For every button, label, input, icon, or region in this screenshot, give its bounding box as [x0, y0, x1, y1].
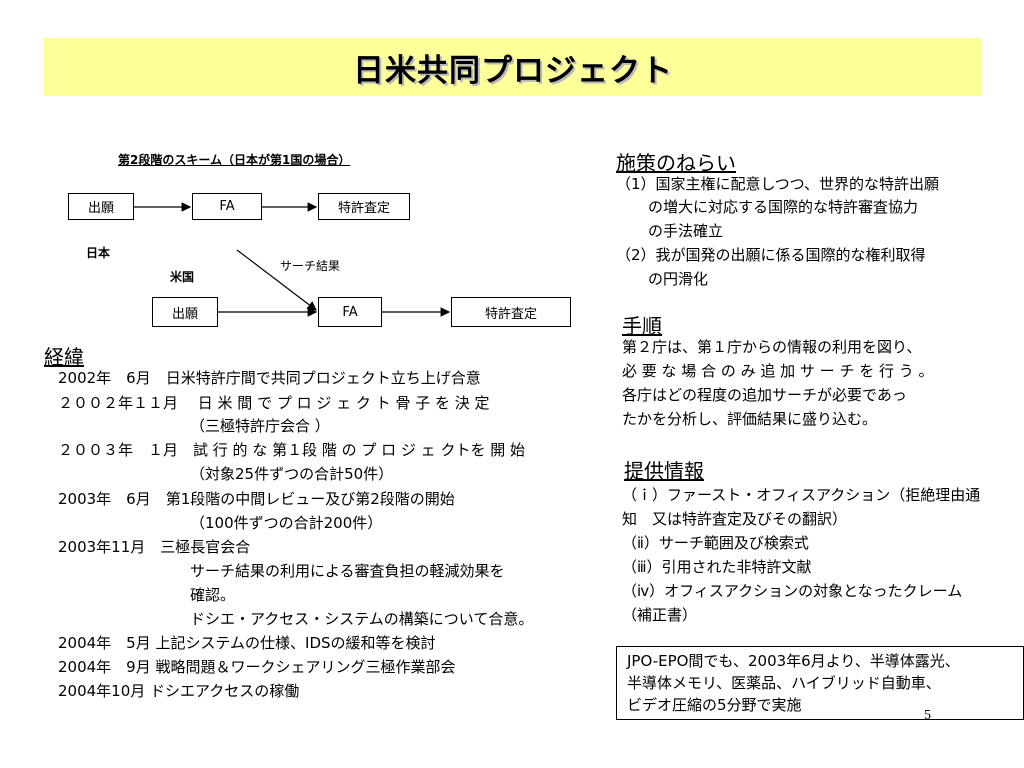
- note-line: 半導体メモリ、医薬品、ハイブリッド自動車、: [627, 674, 941, 692]
- history-heading: 経緯: [44, 345, 84, 369]
- history-line: ２００３年 １月 試 行 的 な 第１段 階 の プ ロ ジ ェ クトを 開 始: [58, 441, 525, 459]
- info-line: （ⅱ）サーチ範囲及び検索式: [622, 534, 809, 552]
- us-label: 米国: [170, 270, 195, 284]
- procedure-line: 各庁はどの程度の追加サーチが必要であっ: [622, 386, 907, 404]
- jpo-epo-note-box: JPO-EPO間でも、2003年6月より、半導体露光、 半導体メモリ、医薬品、ハ…: [616, 646, 1024, 720]
- procedure-line: 必 要 な 場 合 の み 追 加 サ ー チ を 行 う 。: [622, 362, 934, 380]
- info-line: （ⅳ）オフィスアクションの対象となったクレーム: [622, 582, 963, 600]
- us-fa-label: FA: [342, 304, 358, 320]
- history-line: サーチ結果の利用による審査負担の軽減効果を: [190, 562, 505, 580]
- history-line: 確認。: [190, 586, 236, 604]
- search-result-label: サーチ結果: [280, 259, 341, 273]
- procedure-line: 第２庁は、第１庁からの情報の利用を図り、: [622, 338, 922, 356]
- history-line: （三極特許庁会合 ）: [190, 417, 330, 435]
- aims-line: （2）我が国発の出願に係る国際的な権利取得: [616, 246, 926, 264]
- note-line: ビデオ圧縮の5分野で実施: [627, 696, 802, 714]
- jp-grant-label: 特許査定: [337, 201, 390, 216]
- aims-line: の手法確立: [648, 222, 724, 240]
- us-filing-box: 出願: [152, 297, 218, 327]
- jp-filing-box: 出願: [68, 193, 134, 220]
- jp-filing-label: 出願: [87, 201, 114, 216]
- us-filing-label: 出願: [171, 306, 198, 322]
- jp-fa-label: FA: [219, 199, 235, 214]
- us-grant-box: 特許査定: [451, 297, 571, 327]
- info-line: （ｉ）ファースト・オフィスアクション（拒絶理由通: [622, 486, 981, 504]
- history-line: （100件ずつの合計200件）: [190, 514, 383, 532]
- page-title: 日米共同プロジェクト: [353, 52, 673, 89]
- page-number: 5: [924, 708, 931, 723]
- procedure-heading: 手順: [622, 314, 662, 338]
- info-heading: 提供情報: [624, 459, 704, 483]
- aims-line: の増大に対応する国際的な特許審査協力: [648, 198, 919, 216]
- info-line: （補正書）: [622, 606, 698, 624]
- japan-label: 日本: [86, 246, 111, 260]
- history-line: 2004年 9月 戦略問題＆ワークシェアリング三極作業部会: [58, 658, 456, 676]
- info-line: （ⅲ）引用された非特許文献: [622, 558, 812, 576]
- history-line: ドシエ・アクセス・システムの構築について合意。: [190, 610, 534, 628]
- title-banner: 日米共同プロジェクト: [44, 38, 982, 96]
- history-line: 2003年 6月 第1段階の中間レビュー及び第2段階の開始: [58, 490, 455, 508]
- us-grant-label: 特許査定: [484, 306, 537, 322]
- aims-line: の円滑化: [648, 270, 709, 288]
- arrow-search-result: [236, 249, 317, 311]
- scheme-title: 第2段階のスキーム（日本が第1国の場合）: [118, 153, 351, 167]
- history-line: 2004年 5月 上記システムの仕様、IDSの緩和等を検討: [58, 634, 436, 652]
- note-line: JPO-EPO間でも、2003年6月より、半導体露光、: [627, 652, 960, 670]
- info-line: 知 又は特許査定及びその翻訳）: [622, 510, 848, 528]
- jp-fa-box: FA: [192, 193, 262, 220]
- aims-line: （1）国家主権に配意しつつ、世界的な特許出願: [616, 175, 940, 193]
- jp-grant-box: 特許査定: [318, 193, 410, 220]
- history-line: 2002年 6月 日米特許庁間で共同プロジェクト立ち上げ合意: [58, 369, 481, 387]
- history-line: ２００２年１１月 日 米 間 で プ ロ ジ ェ ク ト 骨 子 を 決 定: [58, 394, 490, 412]
- aims-heading: 施策のねらい: [616, 151, 736, 175]
- history-line: （対象25件ずつの合計50件）: [190, 465, 394, 483]
- us-fa-box: FA: [318, 297, 382, 327]
- history-line: 2003年11月 三極長官会合: [58, 538, 251, 556]
- procedure-line: たかを分析し、評価結果に盛り込む。: [622, 410, 878, 428]
- history-line: 2004年10月 ドシエアクセスの稼働: [58, 682, 300, 700]
